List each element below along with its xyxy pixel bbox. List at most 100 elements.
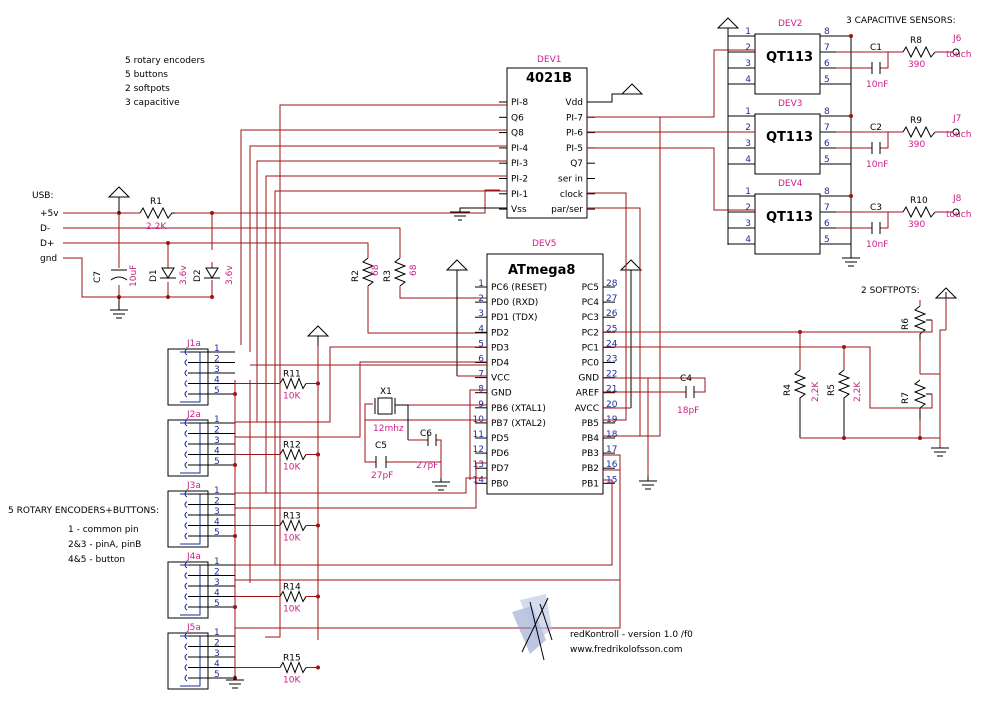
sensor-pin-number: 3 bbox=[745, 59, 751, 69]
sensor-pin-number: 1 bbox=[745, 187, 751, 197]
r3-ref: R3 bbox=[383, 270, 393, 282]
usb-pin-label: D- bbox=[40, 224, 50, 234]
encoder-pin-number: 2 bbox=[214, 639, 220, 649]
dev1-pin-label: Vdd bbox=[565, 98, 583, 108]
encoder-res-ref: R13 bbox=[283, 512, 301, 522]
sensor-pin-number: 4 bbox=[745, 155, 751, 165]
r2-value: 68 bbox=[371, 264, 381, 276]
c6-ref: C6 bbox=[420, 429, 432, 439]
sensor-pin-number: 4 bbox=[745, 235, 751, 245]
dev1-4021b: DEV1 4021B PI-8Q6Q8PI-4PI-3PI-2PI-1VssVd… bbox=[450, 55, 644, 221]
encoder-res-ref: R11 bbox=[283, 370, 301, 380]
encoders-note: 2&3 - pinA, pinB bbox=[68, 540, 141, 550]
sensor-res-ref: R8 bbox=[910, 36, 922, 46]
dev5-pin-label: AREF bbox=[576, 389, 599, 399]
sensor-pin-number: 8 bbox=[824, 27, 830, 37]
dev5-pin-number: 23 bbox=[606, 355, 617, 365]
sensor-pin-number: 5 bbox=[824, 155, 830, 165]
x1-ref: X1 bbox=[380, 387, 392, 397]
dev5-pin-label: AVCC bbox=[575, 404, 599, 414]
footer: redKontroll - version 1.0 /f0 www.fredri… bbox=[512, 594, 693, 661]
sensor-cap-ref: C3 bbox=[870, 203, 882, 213]
encoder-pin-number: 1 bbox=[214, 344, 220, 354]
encoder-pin-number: 5 bbox=[214, 386, 220, 396]
encoder-pin-number: 2 bbox=[214, 497, 220, 507]
sensor-pin-number: 3 bbox=[745, 139, 751, 149]
c4-value: 18pF bbox=[677, 406, 699, 416]
encoder-pin-number: 4 bbox=[214, 376, 220, 386]
encoder-res-value: 10K bbox=[283, 676, 301, 686]
dev5-pin-number: 21 bbox=[606, 385, 617, 395]
dev1-pin-label: PI-6 bbox=[566, 129, 583, 139]
dev1-pin-label: PI-5 bbox=[566, 144, 583, 154]
r4-ref: R4 bbox=[783, 384, 793, 396]
dev5-pin-label: PD7 bbox=[491, 464, 509, 474]
sensor-jack-ref: J6 bbox=[952, 34, 962, 44]
dev5-pin-label: PB4 bbox=[582, 434, 600, 444]
encoder-pin-number: 1 bbox=[214, 628, 220, 638]
dev5-pin-label: PC6 (RESET) bbox=[491, 283, 547, 293]
dev5-pin-label: PC2 bbox=[582, 328, 599, 338]
dev5-pin-number: 14 bbox=[473, 475, 485, 485]
encoder-pin-number: 5 bbox=[214, 528, 220, 538]
sensors-title: 3 CAPACITIVE SENSORS: bbox=[846, 16, 956, 26]
sensor-res-value: 390 bbox=[908, 60, 925, 70]
c7-value: 10uF bbox=[129, 265, 139, 287]
encoder-ref: J1a bbox=[186, 339, 201, 349]
dev5-pin-label: PD2 bbox=[491, 328, 509, 338]
sensor-cap-value: 10nF bbox=[866, 240, 888, 250]
r5-value: 2,2K bbox=[853, 381, 863, 402]
dev5-pin-label: PB3 bbox=[582, 449, 599, 459]
dev1-pin-label: ser in bbox=[558, 175, 583, 185]
dev5-pin-number: 26 bbox=[606, 309, 618, 319]
encoder-res-ref: R12 bbox=[283, 441, 301, 451]
note-line: 5 rotary encoders bbox=[125, 56, 205, 66]
d2-ref: D2 bbox=[193, 269, 203, 282]
footer-version: redKontroll - version 1.0 /f0 bbox=[570, 630, 693, 640]
sensor-res-value: 390 bbox=[908, 220, 925, 230]
usb-pin-label: +5v bbox=[40, 209, 59, 219]
encoder-ref: J5a bbox=[186, 623, 201, 633]
dev5-pin-label: PD5 bbox=[491, 434, 509, 444]
encoder-pin-number: 5 bbox=[214, 599, 220, 609]
encoder-res-value: 10K bbox=[283, 605, 301, 615]
encoder-pin-number: 4 bbox=[214, 660, 220, 670]
r2-ref: R2 bbox=[351, 270, 361, 282]
encoder-res-value: 10K bbox=[283, 463, 301, 473]
sensor-jack-label: touch bbox=[946, 130, 971, 140]
sensor-cap-value: 10nF bbox=[866, 160, 888, 170]
usb-title: USB: bbox=[32, 191, 54, 201]
dev5-pin-number: 2 bbox=[478, 294, 484, 304]
dev1-pin-label: PI-1 bbox=[511, 190, 528, 200]
dev5-pin-label: PC4 bbox=[582, 298, 600, 308]
note-line: 3 capacitive bbox=[125, 98, 180, 108]
dev5-pin-label: PD3 bbox=[491, 343, 509, 353]
softpots-title: 2 SOFTPOTS: bbox=[861, 286, 920, 296]
c5-ref: C5 bbox=[375, 441, 387, 451]
dev1-pin-label: PI-2 bbox=[511, 175, 528, 185]
dev5-pin-number: 24 bbox=[606, 339, 618, 349]
r1-value: 2.2K bbox=[146, 222, 167, 232]
usb-section: USB: +5v D- D+ gnd R1 2.2K C7 10uF D1 3.… bbox=[32, 186, 500, 334]
c5-value: 27pF bbox=[371, 471, 393, 481]
dev5-pin-label: PB0 bbox=[491, 479, 509, 489]
sensor-cap-ref: C2 bbox=[870, 123, 882, 133]
softpots-section: 2 SOFTPOTS: R6 R7 R4 2,2K R5 2,2K bbox=[603, 286, 958, 457]
encoder-pin-number: 3 bbox=[214, 649, 220, 659]
dev5-pin-number: 27 bbox=[606, 294, 617, 304]
sensor-pin-number: 1 bbox=[745, 107, 751, 117]
r3-value: 68 bbox=[409, 264, 419, 276]
dev5-pin-label: PC5 bbox=[582, 283, 599, 293]
sensor-chip-name: QT113 bbox=[766, 210, 813, 225]
dev5-pin-number: 12 bbox=[473, 445, 484, 455]
dev5-pin-label: PD0 (RXD) bbox=[491, 298, 538, 308]
dev5-pin-number: 4 bbox=[478, 324, 484, 334]
dev1-ref: DEV1 bbox=[537, 55, 562, 65]
